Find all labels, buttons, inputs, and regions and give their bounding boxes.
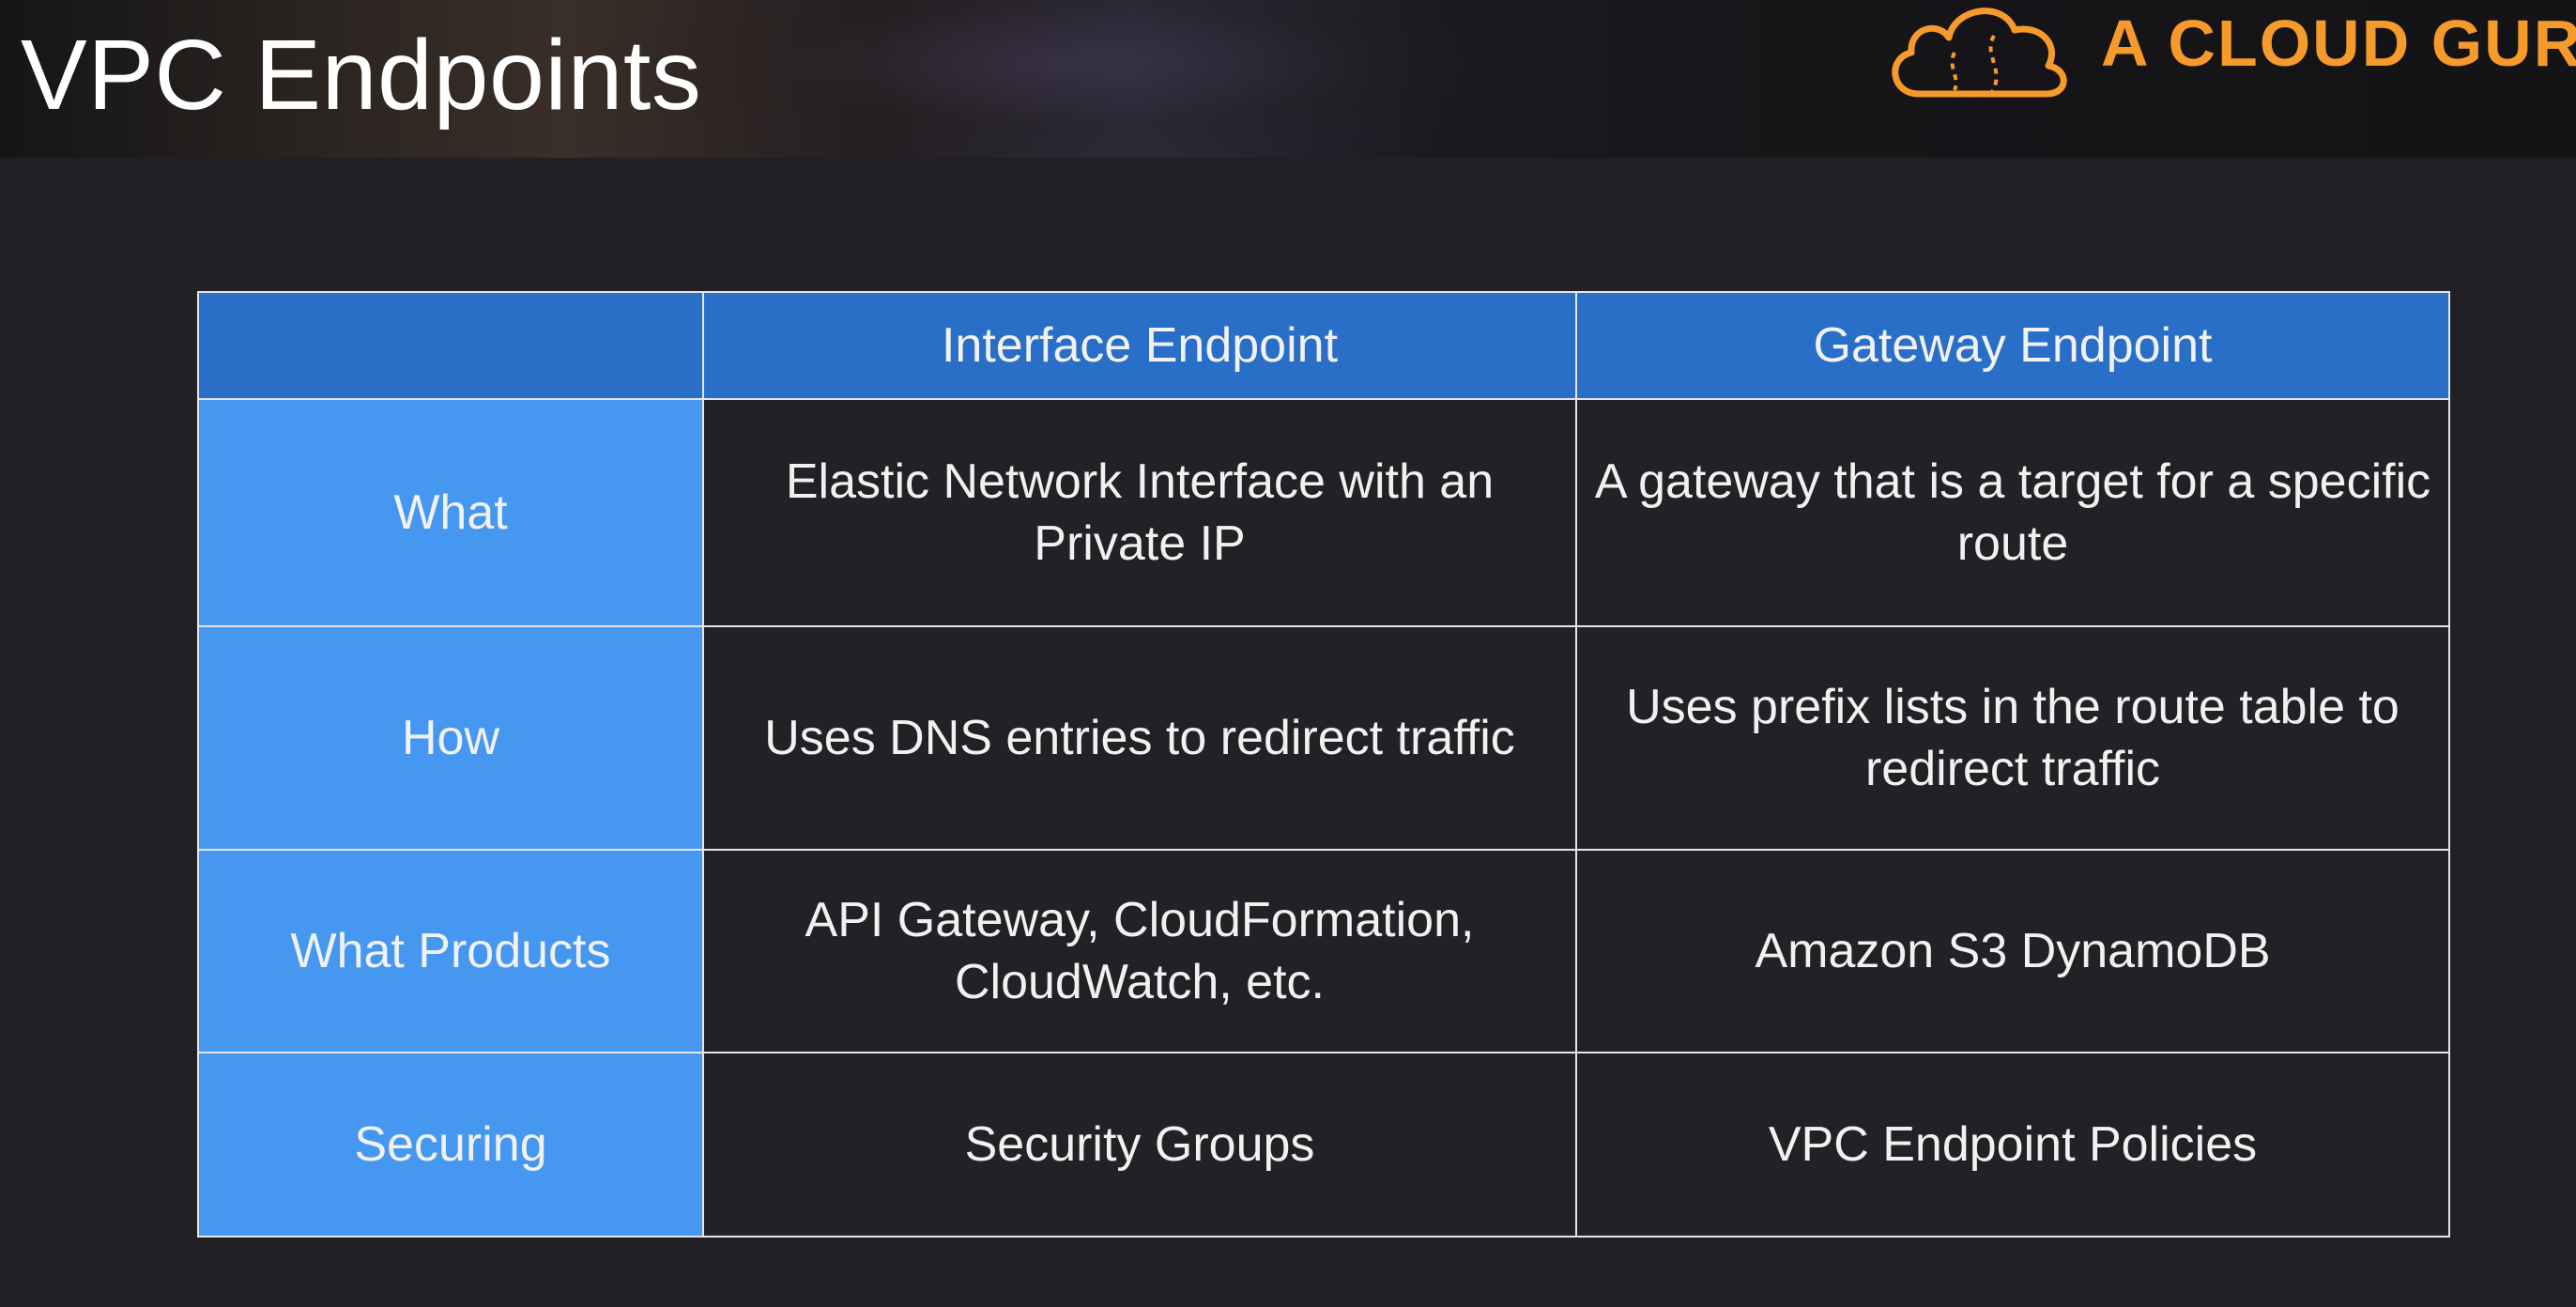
page-title: VPC Endpoints xyxy=(21,20,702,131)
table-cell: Amazon S3 DynamoDB xyxy=(1575,849,2450,1053)
column-header-interface-endpoint: Interface Endpoint xyxy=(702,291,1577,400)
cloud-logo-icon xyxy=(1881,0,2078,103)
table-cell: API Gateway, CloudFormation, CloudWatch,… xyxy=(702,849,1577,1053)
row-label-what-products: What Products xyxy=(197,849,704,1053)
slide-header: VPC Endpoints A CLOUD GURU xyxy=(0,0,2576,158)
table-cell: VPC Endpoint Policies xyxy=(1575,1052,2450,1238)
row-label-what: What xyxy=(197,398,704,627)
table-cell: Uses DNS entries to redirect traffic xyxy=(702,625,1577,851)
table-header-row: Interface Endpoint Gateway Endpoint xyxy=(197,291,2450,400)
column-header-gateway-endpoint: Gateway Endpoint xyxy=(1575,291,2450,400)
table-cell: Security Groups xyxy=(702,1052,1577,1238)
table-row: What Products API Gateway, CloudFormatio… xyxy=(197,849,2450,1053)
table-corner-cell xyxy=(197,291,704,400)
table-row: How Uses DNS entries to redirect traffic… xyxy=(197,625,2450,851)
table-cell: A gateway that is a target for a specifi… xyxy=(1575,398,2450,627)
table-row: What Elastic Network Interface with an P… xyxy=(197,398,2450,627)
brand-name: A CLOUD GURU xyxy=(2101,7,2576,80)
row-label-securing: Securing xyxy=(197,1052,704,1238)
row-label-how: How xyxy=(197,625,704,851)
table-row: Securing Security Groups VPC Endpoint Po… xyxy=(197,1052,2450,1238)
presenter-video-backdrop xyxy=(601,0,1464,158)
comparison-table: Interface Endpoint Gateway Endpoint What… xyxy=(197,291,2450,1238)
table-cell: Elastic Network Interface with an Privat… xyxy=(702,398,1577,627)
table-cell: Uses prefix lists in the route table to … xyxy=(1575,625,2450,851)
